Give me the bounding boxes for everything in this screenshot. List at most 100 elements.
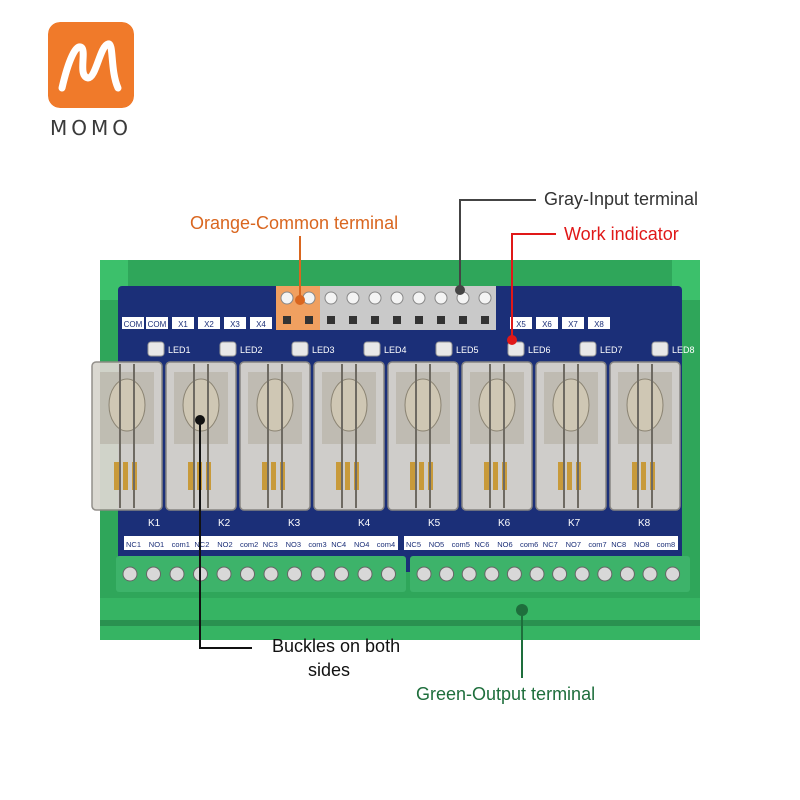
relay <box>461 361 533 511</box>
relay <box>535 361 607 511</box>
input-screw-icon <box>280 291 294 305</box>
input-screw-icon <box>346 291 360 305</box>
relay-contact <box>188 462 193 490</box>
relay-contact <box>262 462 267 490</box>
relay-contact <box>641 462 646 490</box>
output-screw-icon <box>334 566 349 582</box>
relay-contact <box>271 462 276 490</box>
relay-label: K3 <box>288 518 301 529</box>
relay-contact <box>632 462 637 490</box>
relay-label: K4 <box>358 518 371 529</box>
input-label-box <box>122 317 144 329</box>
relay-contact <box>484 462 489 490</box>
led-icon <box>219 341 237 357</box>
output-label: com2 <box>240 540 258 549</box>
output-label: NC3 <box>263 540 278 549</box>
input-label: X7 <box>568 320 578 329</box>
output-label: NC4 <box>331 540 346 549</box>
output-screw-icon <box>642 566 658 582</box>
relay-label: K8 <box>638 518 651 529</box>
output-label: NC5 <box>406 540 421 549</box>
relay-contact <box>114 462 119 490</box>
led-label: LED3 <box>312 345 335 355</box>
led-label: LED4 <box>384 345 407 355</box>
input-label-box <box>562 317 584 329</box>
output-screw-icon <box>216 566 232 582</box>
output-label: NC8 <box>611 540 626 549</box>
input-label-box <box>146 317 168 329</box>
callout-buckles-line2: sides <box>308 660 351 680</box>
input-label-box <box>250 317 272 329</box>
output-screw-icon <box>169 566 185 582</box>
relay-contact <box>558 462 563 490</box>
input-wire-hole <box>327 316 335 324</box>
output-label: NO1 <box>149 540 164 549</box>
brand-name: MOMO <box>50 116 132 140</box>
input-wire-hole <box>371 316 379 324</box>
output-label: com1 <box>172 540 190 549</box>
input-screw-icon <box>302 291 316 305</box>
output-screw-icon <box>287 566 302 582</box>
output-label-strip-right <box>404 536 678 550</box>
input-label-box <box>536 317 558 329</box>
output-label: NO2 <box>217 540 232 549</box>
output-screw-icon <box>416 566 432 582</box>
output-screw-icon <box>597 566 613 582</box>
input-label: COM <box>148 320 167 329</box>
led-label: LED8 <box>672 345 695 355</box>
output-label: NO4 <box>354 540 369 549</box>
input-label: X8 <box>594 320 604 329</box>
output-label: com6 <box>520 540 538 549</box>
output-screw-icon <box>381 566 396 582</box>
output-screw-icon <box>574 566 590 582</box>
input-screw-icon <box>368 291 382 305</box>
output-screw-icon <box>552 566 568 582</box>
callout-orange-common: Orange-Common terminal <box>190 213 399 233</box>
led-icon <box>579 341 597 357</box>
input-screw-icon <box>390 291 404 305</box>
input-label-box <box>198 317 220 329</box>
output-label: NC7 <box>543 540 558 549</box>
input-label: COM <box>124 320 143 329</box>
relay-label: K2 <box>218 518 231 529</box>
input-wire-hole <box>459 316 467 324</box>
output-label: NC1 <box>126 540 141 549</box>
input-wire-hole <box>415 316 423 324</box>
input-screw-icon <box>324 291 338 305</box>
output-screw-icon <box>529 566 545 582</box>
relay-label: K1 <box>148 518 161 529</box>
callout-lines <box>195 199 556 678</box>
relay-label: K5 <box>428 518 441 529</box>
led-label: LED2 <box>240 345 263 355</box>
led-icon <box>291 341 309 357</box>
momo-logo <box>48 22 134 108</box>
output-screw-icon <box>310 566 326 582</box>
input-wire-hole <box>305 316 313 324</box>
output-label: NO5 <box>429 540 444 549</box>
output-terminal-block-left <box>116 556 406 592</box>
callout-gray-input: Gray-Input terminal <box>544 189 699 209</box>
output-label: com5 <box>452 540 470 549</box>
input-label: X5 <box>516 320 526 329</box>
output-screw-icon <box>146 566 161 582</box>
input-wire-hole <box>349 316 357 324</box>
input-label-box <box>510 317 532 329</box>
output-screw-icon <box>263 566 279 582</box>
led-label: LED6 <box>528 345 551 355</box>
led-icon <box>651 341 669 357</box>
input-label: X2 <box>204 320 214 329</box>
led-label: LED7 <box>600 345 623 355</box>
led-icon <box>363 341 381 357</box>
output-label: NC6 <box>474 540 489 549</box>
input-label-box <box>224 317 246 329</box>
input-wire-hole <box>437 316 445 324</box>
output-screw-icon <box>665 566 681 582</box>
output-label: com3 <box>308 540 326 549</box>
led-label: LED5 <box>456 345 479 355</box>
output-label: NO7 <box>566 540 581 549</box>
output-screw-icon <box>484 566 500 582</box>
output-screw-icon <box>122 566 138 582</box>
output-screw-icon <box>357 566 373 582</box>
